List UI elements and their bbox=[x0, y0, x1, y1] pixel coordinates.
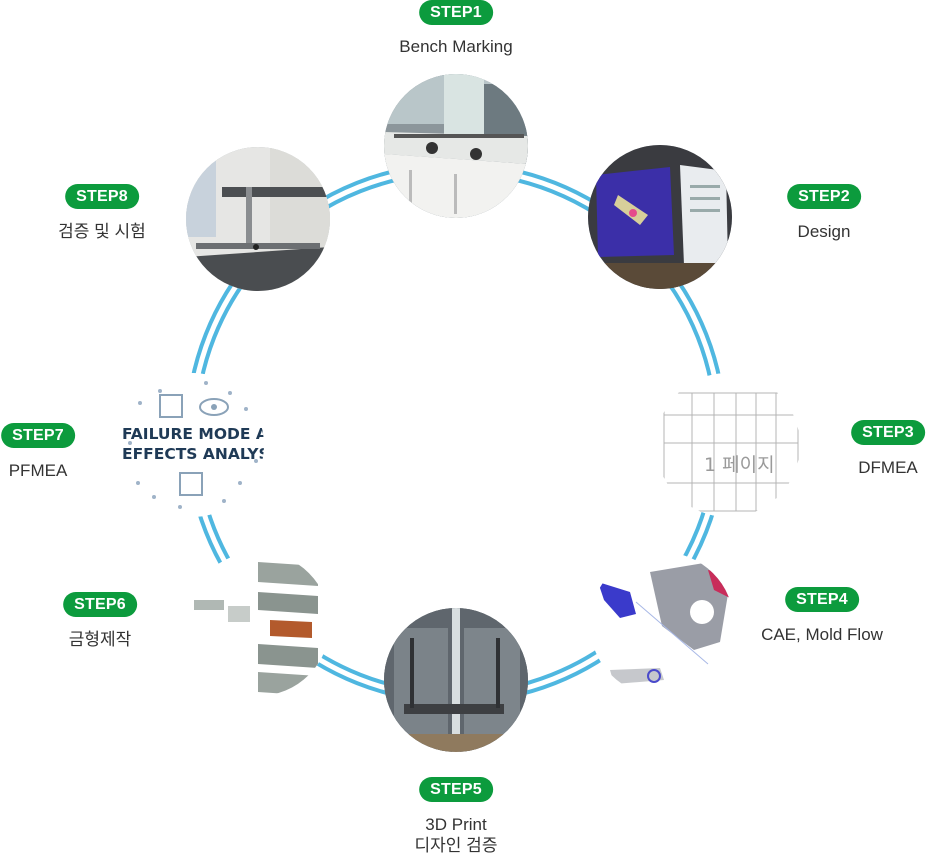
step6-title: 금형제작 bbox=[68, 630, 132, 649]
step6-label: 금형제작 bbox=[69, 629, 132, 650]
step1-badge: STEP1 bbox=[419, 0, 493, 25]
step7-title: PFMEA bbox=[8, 461, 68, 480]
step4-image bbox=[590, 552, 734, 696]
step5-photo bbox=[384, 608, 528, 752]
step4-badge: STEP4 bbox=[785, 587, 859, 612]
step6-badge: STEP6 bbox=[63, 592, 137, 617]
step7-label: PFMEA bbox=[9, 460, 68, 481]
step2-photo bbox=[588, 145, 732, 289]
step1-photo bbox=[384, 74, 528, 218]
step6-image bbox=[186, 552, 330, 696]
step2-title: Design bbox=[797, 222, 851, 241]
step7-title-line2: EFFECTS ANALYSIS bbox=[122, 445, 264, 463]
step4-title: CAE, Mold Flow bbox=[761, 625, 883, 644]
step3-badge: STEP3 bbox=[851, 420, 925, 445]
step3-title: DFMEA bbox=[858, 458, 918, 477]
step7-title-line1: FAILURE MODE AND bbox=[122, 425, 264, 443]
step2-badge: STEP2 bbox=[787, 184, 861, 209]
step3-watermark-text: 1 페이지 bbox=[704, 454, 775, 476]
step2-label: Design bbox=[798, 221, 851, 242]
step1-label: Bench Marking bbox=[399, 36, 512, 57]
step5-subtitle: 디자인 검증 bbox=[414, 836, 498, 855]
step4-label: CAE, Mold Flow bbox=[761, 624, 883, 645]
step5-title: 3D Print bbox=[425, 815, 487, 834]
step1-title: Bench Marking bbox=[399, 37, 513, 56]
step8-label: 검증 및 시험 bbox=[58, 221, 146, 242]
step8-title: 검증 및 시험 bbox=[58, 222, 146, 241]
step8-photo bbox=[186, 147, 330, 291]
step8-badge: STEP8 bbox=[65, 184, 139, 209]
step3-image: 1 페이지 bbox=[656, 373, 800, 517]
step5-badge: STEP5 bbox=[419, 777, 493, 802]
step5-label: 3D Print 디자인 검증 bbox=[415, 814, 498, 855]
step7-image: FAILURE MODE AND EFFECTS ANALYSIS bbox=[120, 373, 264, 517]
step7-badge: STEP7 bbox=[1, 423, 75, 448]
step3-label: DFMEA bbox=[858, 457, 918, 478]
